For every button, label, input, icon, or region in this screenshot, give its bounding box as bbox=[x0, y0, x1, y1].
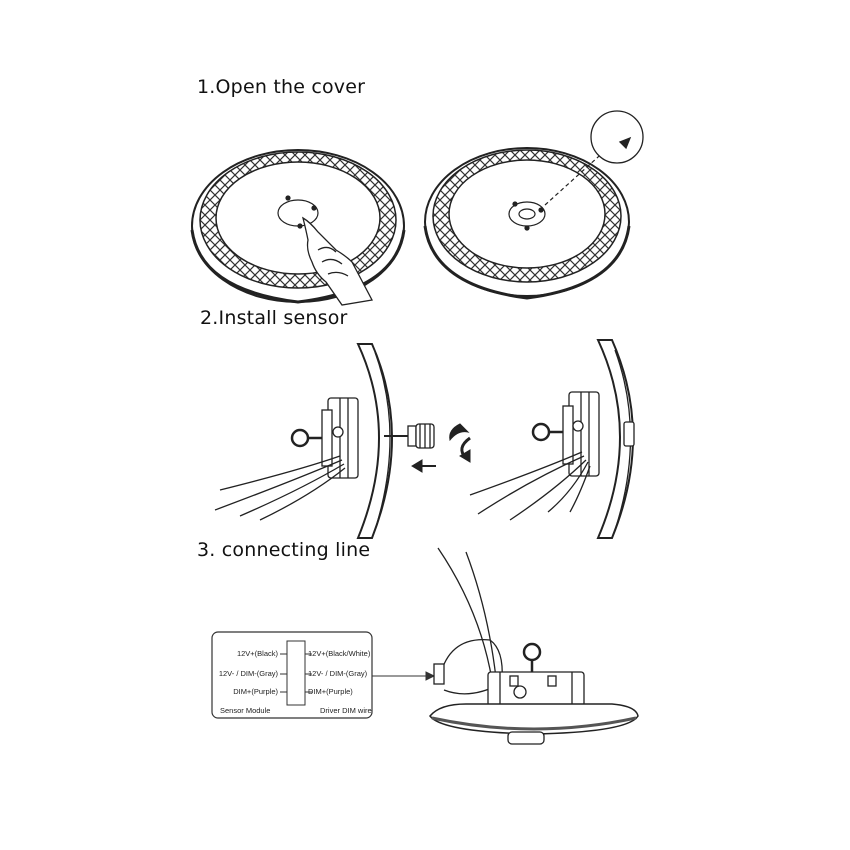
lamp-side-view-left bbox=[214, 343, 393, 539]
wiring-table: 12V+(Black) 12V- / DIM-(Gray) DIM+(Purpl… bbox=[211, 631, 373, 719]
sensor-module-caption: Sensor Module bbox=[220, 706, 270, 715]
lamp-side-view-right bbox=[469, 339, 635, 539]
removed-cover bbox=[590, 110, 644, 164]
driver-wire-3: DIM+(Purple) bbox=[308, 687, 353, 696]
lamp-top-view-left bbox=[190, 149, 406, 304]
sensor-wire-1: 12V+(Black) bbox=[237, 649, 279, 658]
sensor-wire-3: DIM+(Purple) bbox=[233, 687, 278, 696]
rotate-arrow-icon bbox=[449, 423, 471, 463]
hand-pointer-icon bbox=[301, 216, 373, 306]
driver-dim-caption: Driver DIM wire bbox=[320, 706, 372, 715]
lamp-top-view-right bbox=[423, 147, 631, 300]
step-2-title: 2.Install sensor bbox=[200, 307, 348, 329]
sensor-wire-2: 12V- / DIM-(Gray) bbox=[219, 669, 279, 678]
driver-wire-2: 12V- / DIM-(Gray) bbox=[308, 669, 368, 678]
sensor-module bbox=[384, 423, 435, 449]
step-3-title: 3. connecting line bbox=[197, 539, 371, 561]
driver-wire-1: 12V+(Black/White) bbox=[308, 649, 371, 658]
left-arrow-icon bbox=[411, 459, 436, 473]
step-1-title: 1.Open the cover bbox=[197, 76, 366, 98]
connector-pointer bbox=[372, 671, 436, 681]
lamp-wired bbox=[429, 547, 639, 745]
